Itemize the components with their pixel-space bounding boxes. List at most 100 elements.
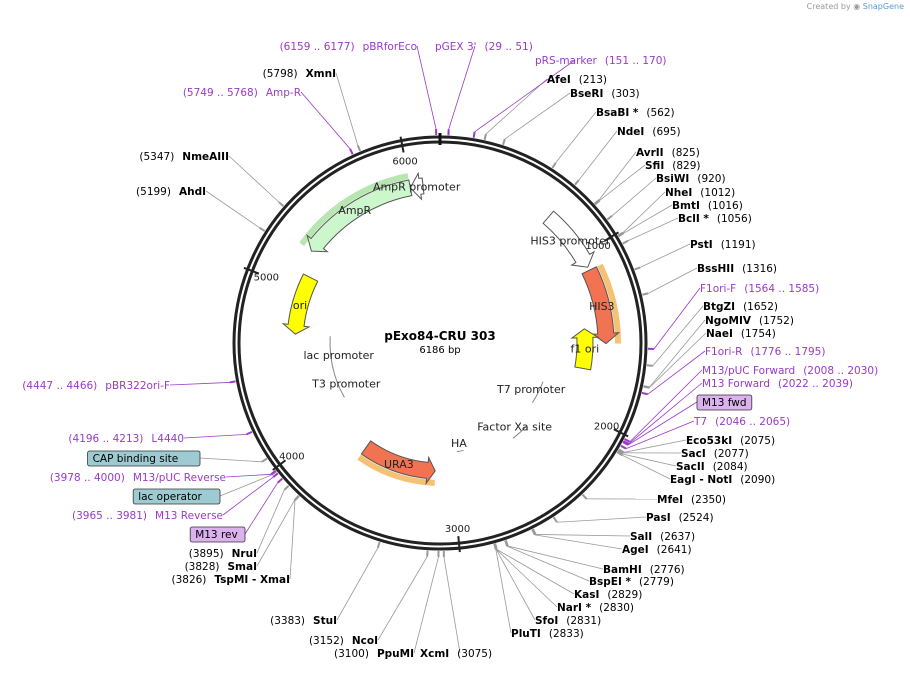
site-leader — [640, 243, 691, 268]
site-leader — [653, 287, 701, 350]
site-label-eco53ki[interactable]: Eco53kI(2075) — [686, 435, 775, 447]
site-label-bcli-[interactable]: BclI *(1056) — [678, 213, 752, 225]
site-label-btgzi[interactable]: BtgZI(1652) — [703, 301, 778, 313]
site-text: F1ori-R(1776 .. 1795) — [705, 346, 825, 358]
site-box — [132, 488, 221, 505]
site-label-eagi-noti[interactable]: EagI - NotI(2090) — [670, 474, 775, 486]
feature-t7-promoter[interactable]: T7 promoter — [496, 381, 566, 403]
site-marker — [272, 472, 279, 478]
site-label-m13-fwd[interactable]: M13 fwd — [696, 394, 753, 411]
site-marker — [617, 450, 624, 455]
site-label-nrui[interactable]: (3895)NruI — [189, 548, 257, 560]
site-text: BtgZI(1652) — [703, 301, 778, 313]
site-leader — [485, 78, 548, 135]
site-label-sfoi[interactable]: SfoI(2831) — [535, 615, 601, 627]
site-text: BspEI *(2779) — [589, 576, 674, 588]
watermark-prefix: Created by — [806, 2, 851, 11]
feature-highlight — [597, 263, 621, 344]
site-label-m13-puc-forward[interactable]: M13/pUC Forward(2008 .. 2030) — [702, 365, 878, 377]
snapgene-logo-icon: ◉ — [853, 2, 861, 11]
site-text: (5199)AhdI — [136, 186, 206, 198]
site-label-ndei[interactable]: NdeI(695) — [617, 126, 681, 138]
feature-factor-xa-site[interactable]: Factor Xa site — [477, 421, 552, 439]
site-label-sali[interactable]: SalI(2637) — [630, 531, 695, 543]
site-label-ppumi[interactable]: (3100)PpuMI — [334, 648, 414, 660]
site-label-f1ori-r[interactable]: F1ori-R(1776 .. 1795) — [705, 346, 825, 358]
site-label-m13-puc-reverse[interactable]: (3978 .. 4000)M13/pUC Reverse — [50, 472, 226, 484]
site-label-bsiwi[interactable]: BsiWI(920) — [656, 173, 726, 185]
feature-f1-ori[interactable]: f1 ori — [570, 328, 600, 371]
feature-his3-promoter[interactable]: HIS3 promoter — [530, 210, 611, 268]
site-label-nari-[interactable]: NarI *(2830) — [557, 602, 634, 614]
site-text: SalI(2637) — [630, 531, 695, 543]
site-label-nmeaiii[interactable]: (5347)NmeAIII — [139, 151, 229, 163]
site-label-lac-operator[interactable]: lac operator — [132, 488, 221, 505]
site-label-pasi[interactable]: PasI(2524) — [646, 512, 714, 524]
site-label-sfii[interactable]: SfiI(829) — [645, 160, 701, 172]
site-label-stui[interactable]: (3383)StuI — [270, 615, 337, 627]
feature-arrow — [570, 328, 600, 371]
site-label-naei[interactable]: NaeI(1754) — [706, 328, 776, 340]
tick-mark — [272, 459, 287, 471]
feature-lac-promoter[interactable]: lac promoter — [303, 336, 374, 376]
site-label-prs-marker[interactable]: pRS-marker(151 .. 170) — [535, 55, 667, 67]
site-label-pbrforeco[interactable]: (6159 .. 6177)pBRforEco — [280, 41, 417, 53]
site-text: SfoI(2831) — [535, 615, 601, 627]
site-text: NaeI(1754) — [706, 328, 776, 340]
site-leader — [647, 267, 698, 294]
site-text: (3383)StuI — [270, 615, 337, 627]
site-leader — [578, 130, 618, 181]
site-text: pRS-marker(151 .. 170) — [535, 55, 667, 67]
site-label-avrii[interactable]: AvrII(825) — [636, 147, 700, 159]
site-leader — [169, 382, 230, 386]
feature-ha[interactable]: HA — [451, 437, 467, 453]
site-label-pbr322ori-f[interactable]: (4447 .. 4466)pBR322ori-F — [22, 380, 170, 392]
site-label-m13-rev[interactable]: M13 rev — [189, 526, 246, 543]
site-text: M13/pUC Forward(2008 .. 2030) — [702, 365, 878, 377]
site-label-kasi[interactable]: KasI(2829) — [574, 589, 642, 601]
site-label-bseri[interactable]: BseRI(303) — [570, 88, 640, 100]
site-label-t7[interactable]: T7(2046 .. 2065) — [693, 416, 790, 428]
site-label-xcmi[interactable]: XcmI(3075) — [420, 648, 492, 660]
site-label-m13-reverse[interactable]: (3965 .. 3981)M13 Reverse — [72, 510, 223, 522]
feature-ura3[interactable]: URA3 — [357, 440, 436, 486]
site-label-cap-binding-site[interactable]: CAP binding site — [87, 450, 201, 467]
site-label-bamhi[interactable]: BamHI(2776) — [603, 564, 685, 576]
feature-his3[interactable]: HIS3 — [581, 263, 621, 345]
site-marker — [277, 477, 283, 484]
feature-ori[interactable]: ori — [281, 273, 319, 335]
site-label-ahdi[interactable]: (5199)AhdI — [136, 186, 206, 198]
feature-t3-promoter[interactable]: T3 promoter — [311, 374, 381, 398]
site-text: AgeI(2641) — [622, 544, 692, 556]
site-label-ncoi[interactable]: (3152)NcoI — [309, 635, 378, 647]
site-label-nhei[interactable]: NheI(1012) — [665, 187, 735, 199]
site-label-sacii[interactable]: SacII(2084) — [676, 461, 748, 473]
site-label-saci[interactable]: SacI(2077) — [681, 448, 749, 460]
site-leader — [534, 534, 623, 550]
site-text: BmtI(1016) — [672, 200, 743, 212]
site-label-amp-r[interactable]: (5749 .. 5768)Amp-R — [183, 87, 301, 99]
site-label-tspmi-xmai[interactable]: (3826)TspMI - XmaI — [171, 574, 290, 586]
feature-arrow — [306, 179, 413, 253]
site-label-afei[interactable]: AfeI(213) — [547, 74, 607, 86]
site-label-mfei[interactable]: MfeI(2350) — [657, 494, 726, 506]
site-leader — [416, 45, 437, 130]
site-label-bsabi-[interactable]: BsaBI *(562) — [596, 107, 675, 119]
site-label-ngomiv[interactable]: NgoMIV(1752) — [705, 315, 794, 327]
site-label-l4440[interactable]: (4196 .. 4213)L4440 — [68, 433, 184, 445]
site-marker — [259, 226, 266, 232]
site-label-xmni[interactable]: (5798)XmnI — [263, 68, 336, 80]
site-label-bmti[interactable]: BmtI(1016) — [672, 200, 743, 212]
site-label-pluti[interactable]: PluTI(2833) — [511, 628, 584, 640]
site-label-bsshii[interactable]: BssHII(1316) — [697, 263, 777, 275]
site-label-bspei-[interactable]: BspEI *(2779) — [589, 576, 674, 588]
site-box-text: M13 fwd — [702, 397, 747, 409]
site-label-agei[interactable]: AgeI(2641) — [622, 544, 692, 556]
site-label-f1ori-f[interactable]: F1ori-F(1564 .. 1585) — [700, 283, 819, 295]
feature-ampr-promoter[interactable]: AmpR promoter — [373, 171, 461, 201]
site-label-m13-forward[interactable]: M13 Forward(2022 .. 2039) — [702, 378, 853, 390]
feature-ampr[interactable]: AmpR — [299, 173, 413, 253]
site-label-pgex-3-[interactable]: pGEX 3'(29 .. 51) — [435, 41, 533, 53]
site-label-smai[interactable]: (3828)SmaI — [185, 561, 257, 573]
site-label-psti[interactable]: PstI(1191) — [690, 239, 756, 251]
